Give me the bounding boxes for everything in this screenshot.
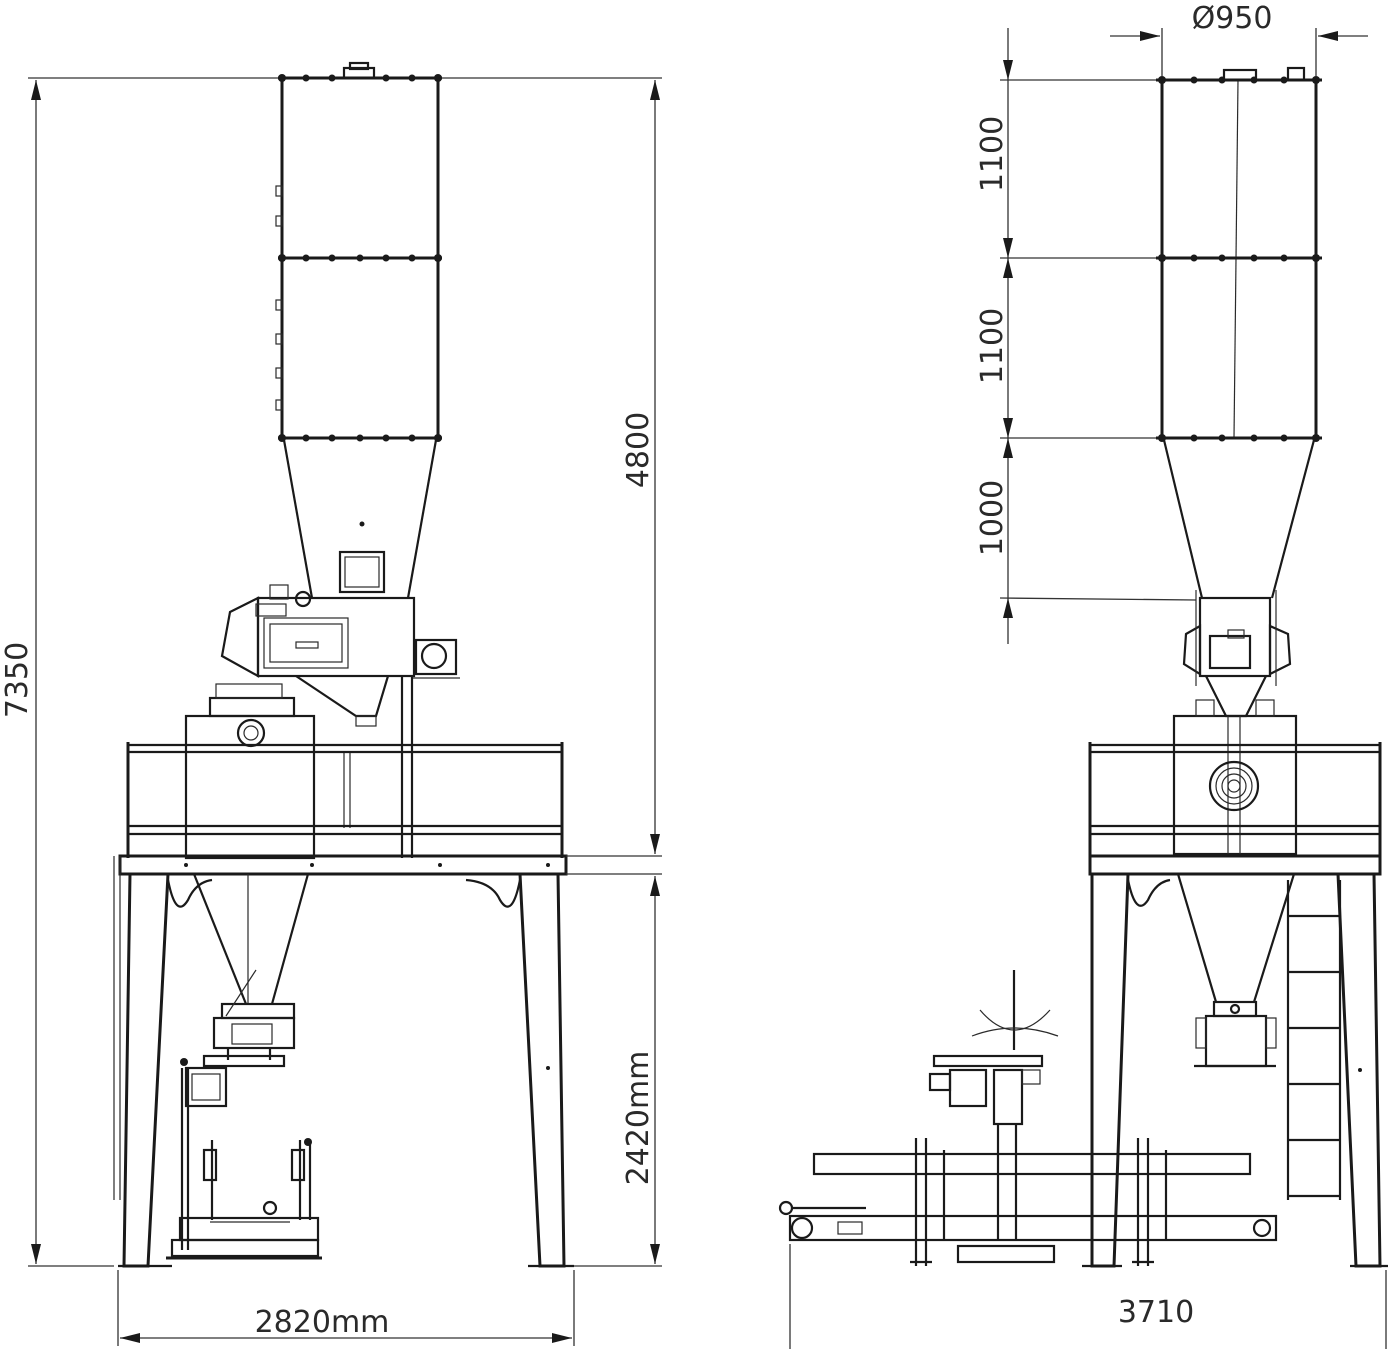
front-feeder-unit bbox=[220, 584, 460, 858]
side-view: Ø950 1100 1100 1000 3710 bbox=[778, 1, 1388, 1349]
side-flange-bolts bbox=[1158, 76, 1320, 442]
side-railing bbox=[1088, 742, 1382, 858]
side-discharge-cone bbox=[1176, 873, 1296, 1068]
front-frame bbox=[113, 854, 574, 1268]
front-railing bbox=[126, 742, 564, 858]
side-conveyor bbox=[778, 1138, 1278, 1266]
dim-frame-height: 2420mm bbox=[621, 1051, 656, 1186]
front-weigh-hopper bbox=[184, 683, 351, 860]
dim-upper-height: 4800 bbox=[621, 412, 656, 488]
front-dimensions bbox=[28, 77, 662, 1346]
side-weigh-hopper bbox=[1172, 699, 1298, 856]
front-silo bbox=[275, 61, 442, 599]
side-frame bbox=[1082, 854, 1388, 1268]
dim-total-height: 7350 bbox=[0, 642, 35, 718]
dim-section-2: 1100 bbox=[975, 308, 1010, 384]
dim-cone: 1000 bbox=[975, 480, 1010, 556]
side-dimensions bbox=[789, 28, 1387, 1349]
front-view: 7350 4800 2420mm 2820mm bbox=[0, 61, 662, 1346]
dim-diameter: Ø950 bbox=[1192, 1, 1273, 36]
side-silo bbox=[1156, 66, 1322, 599]
front-flange-bolts bbox=[278, 74, 442, 442]
side-feeder-unit bbox=[1182, 590, 1292, 718]
front-discharge-cone bbox=[192, 873, 310, 1068]
front-bag-station bbox=[166, 1058, 322, 1260]
dim-section-1: 1100 bbox=[975, 116, 1010, 192]
side-sewing-column bbox=[928, 970, 1059, 1264]
dim-side-length: 3710 bbox=[1118, 1295, 1194, 1330]
dim-front-width: 2820mm bbox=[255, 1305, 390, 1340]
